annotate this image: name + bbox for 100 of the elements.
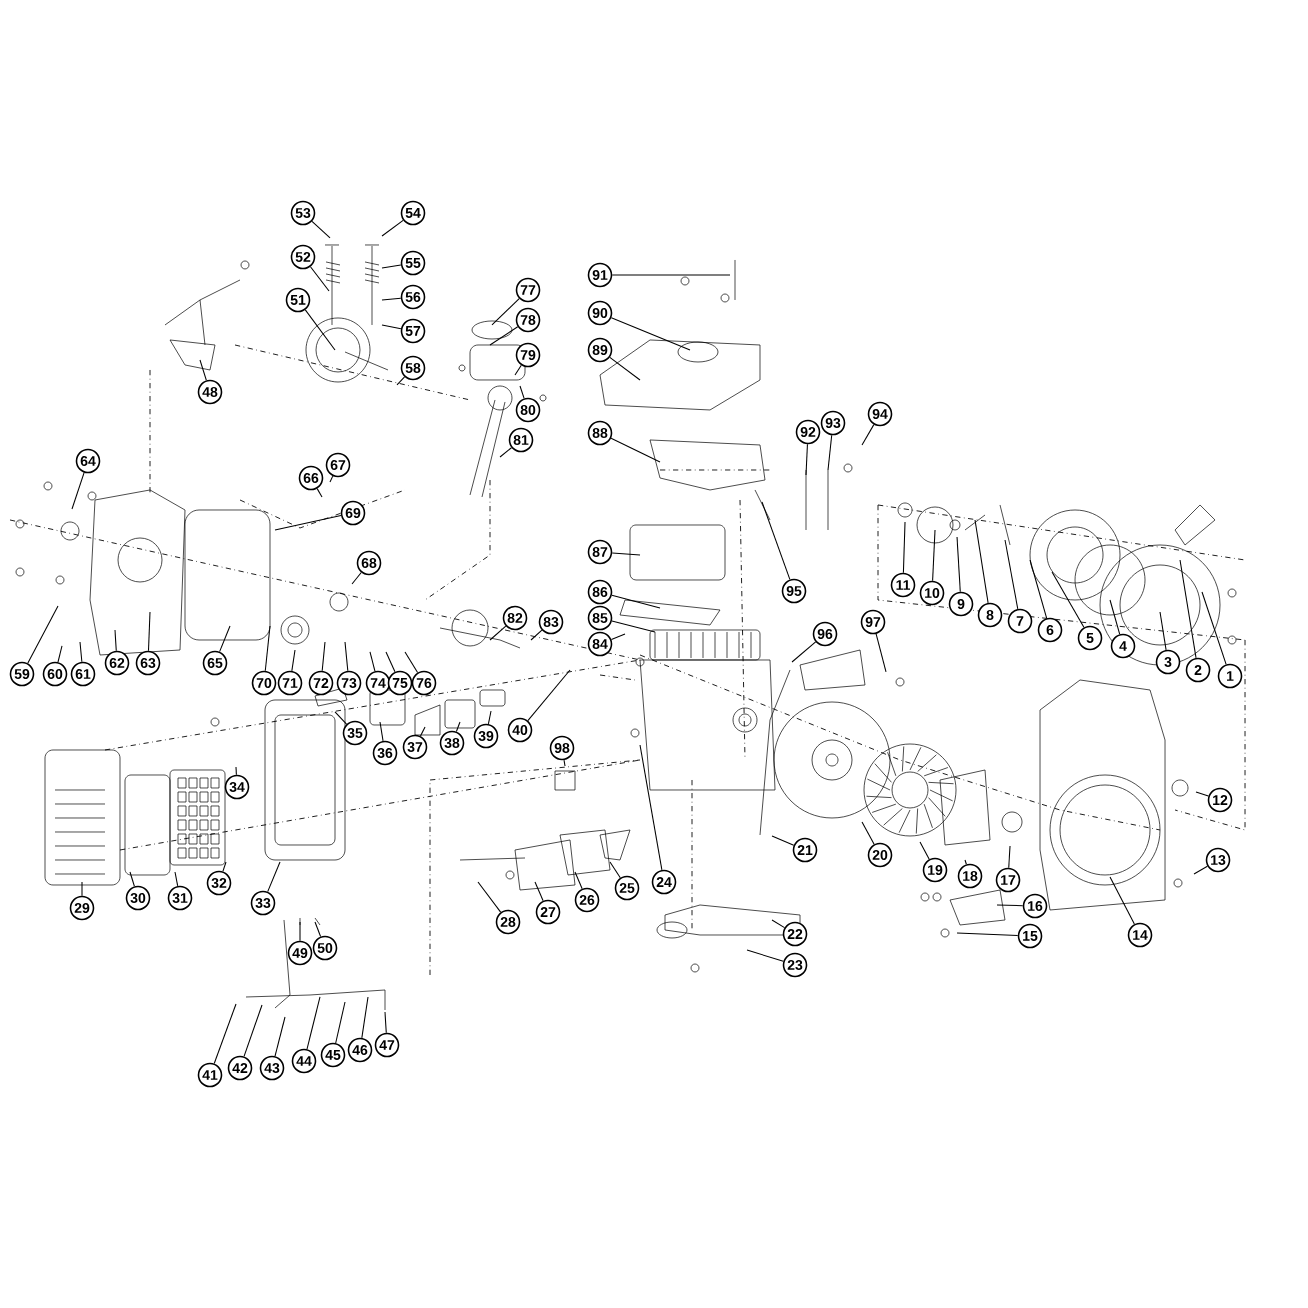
callout-number: 82: [502, 605, 528, 631]
callout-number: 32: [206, 870, 232, 896]
leader-line: [274, 515, 342, 531]
leader-line: [861, 821, 875, 845]
leader-line: [827, 434, 833, 471]
callout-number: 60: [42, 661, 68, 687]
callout-number: 49: [287, 940, 313, 966]
callout-number: 38: [439, 730, 465, 756]
leader-line: [527, 669, 571, 722]
leader-line: [335, 1001, 346, 1044]
callout-number: 65: [202, 650, 228, 676]
leader-line: [771, 835, 795, 846]
leader-line: [455, 721, 461, 733]
leader-line: [491, 298, 520, 326]
callout-number: 35: [342, 720, 368, 746]
callout-number: 51: [285, 287, 311, 313]
callout-number: 20: [867, 842, 893, 868]
leader-line: [477, 881, 502, 913]
callout-number: 88: [587, 420, 613, 446]
leader-line: [264, 625, 271, 672]
callout-number: 11: [890, 572, 916, 598]
leader-line: [514, 364, 522, 376]
callout-number: 37: [402, 734, 428, 760]
callout-number: 81: [508, 427, 534, 453]
leader-line: [1193, 865, 1208, 875]
leader-line: [611, 620, 656, 633]
leader-line: [213, 1003, 237, 1064]
leader-line: [1051, 571, 1085, 628]
leader-line: [1159, 611, 1167, 651]
callout-number: 78: [515, 307, 541, 333]
callout-number: 26: [574, 887, 600, 913]
callout-number: 76: [411, 670, 437, 696]
leader-line: [609, 356, 641, 381]
callout-number: 54: [400, 200, 426, 226]
callout-number: 15: [1017, 923, 1043, 949]
callout-number: 17: [995, 867, 1021, 893]
callout-number: 95: [781, 578, 807, 604]
leader-line: [791, 641, 817, 663]
leader-line: [304, 309, 336, 351]
callout-number: 74: [365, 670, 391, 696]
callout-number: 56: [400, 284, 426, 310]
callout-number: 21: [792, 837, 818, 863]
leader-line: [1008, 845, 1011, 869]
leader-line: [611, 274, 731, 276]
leader-line: [344, 641, 349, 672]
callout-number: 61: [70, 661, 96, 687]
leader-line: [381, 324, 402, 330]
leader-line: [321, 641, 326, 672]
callout-number: 50: [312, 935, 338, 961]
leader-line: [79, 641, 83, 663]
callout-number: 77: [515, 277, 541, 303]
callout-number: 71: [277, 670, 303, 696]
callout-number: 12: [1207, 787, 1233, 813]
callout-number: 84: [587, 631, 613, 657]
callout-number: 80: [515, 397, 541, 423]
leader-line: [419, 726, 426, 737]
leader-line: [574, 871, 583, 890]
leader-line: [610, 317, 691, 351]
callout-number: 83: [538, 609, 564, 635]
callout-number: 98: [549, 735, 575, 761]
callout-number: 85: [587, 605, 613, 631]
leader-line: [314, 921, 322, 938]
callout-number: 42: [227, 1055, 253, 1081]
callout-number: 48: [197, 379, 223, 405]
leader-line: [385, 651, 396, 673]
callout-number: 24: [651, 869, 677, 895]
leader-line: [805, 443, 808, 476]
callout-number: 22: [782, 921, 808, 947]
leader-line: [974, 519, 989, 604]
callout-number: 13: [1205, 847, 1231, 873]
leader-line: [222, 861, 227, 872]
callout-number: 14: [1127, 922, 1153, 948]
callout-number: 45: [320, 1042, 346, 1068]
callout-number: 92: [795, 419, 821, 445]
callout-number: 94: [867, 401, 893, 427]
callout-number: 72: [308, 670, 334, 696]
callout-number: 25: [614, 875, 640, 901]
callout-number: 30: [125, 885, 151, 911]
callout-number: 23: [782, 952, 808, 978]
callout-number: 36: [372, 740, 398, 766]
leader-line: [311, 220, 331, 239]
leader-line: [1195, 791, 1209, 797]
leader-line: [267, 861, 281, 893]
callout-number: 28: [495, 909, 521, 935]
callout-number: 1: [1217, 663, 1243, 689]
callout-number: 5: [1077, 625, 1103, 651]
leader-line: [334, 711, 348, 725]
leader-line: [1201, 591, 1227, 665]
leader-line: [534, 881, 544, 902]
leader-line: [57, 645, 63, 663]
callout-number: 6: [1037, 617, 1063, 643]
leader-line: [379, 721, 384, 742]
leader-line: [329, 475, 334, 483]
callout-number: 64: [75, 448, 101, 474]
leader-line: [1004, 539, 1019, 610]
leader-line: [489, 326, 519, 346]
leader-line: [996, 904, 1024, 907]
callout-number: 79: [515, 342, 541, 368]
callout-number: 16: [1022, 893, 1048, 919]
callout-number: 63: [135, 650, 161, 676]
